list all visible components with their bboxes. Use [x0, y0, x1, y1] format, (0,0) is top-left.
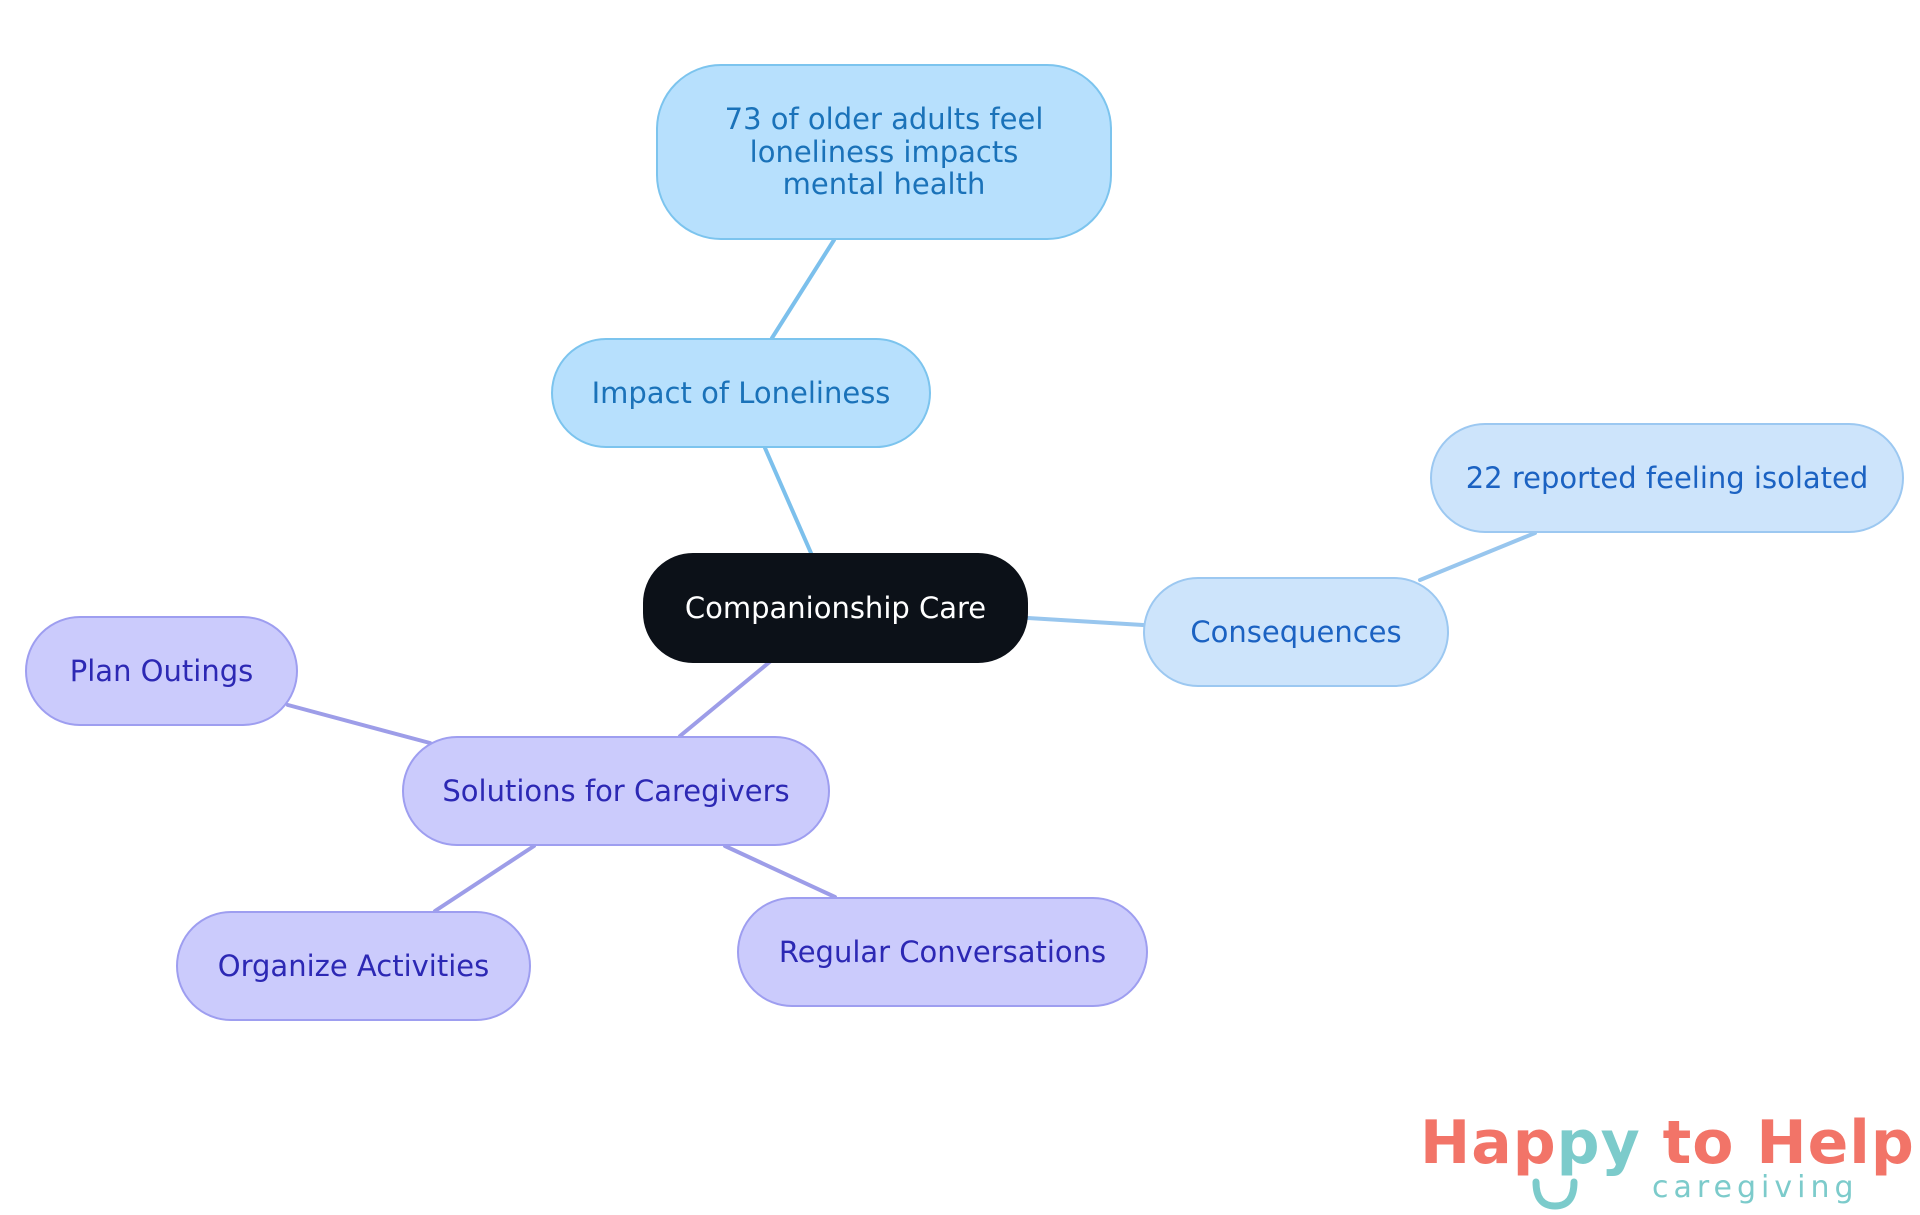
node-label: Regular Conversations	[778, 934, 1107, 969]
node-label: Organize Activities	[217, 948, 490, 983]
node-label: 22 reported feeling isolated	[1465, 460, 1869, 495]
edge-root-to-consequences	[1026, 616, 1145, 627]
edge-root-to-solutions	[678, 658, 774, 738]
happy-to-help-logo: Happy to Help caregiving	[1420, 1108, 1914, 1210]
node-consequences-stat: 22 reported feeling isolated	[1430, 423, 1904, 533]
node-solutions: Solutions for Caregivers	[402, 736, 830, 846]
node-label: Companionship Care	[684, 590, 987, 625]
edge-solutions-to-organize-activities	[433, 844, 536, 913]
logo-text-part2: py	[1556, 1108, 1641, 1178]
edge-impact-to-impact-stat	[770, 238, 836, 340]
logo-wordmark: Happy to Help	[1420, 1108, 1915, 1178]
edge-consequences-to-consequences-stat	[1418, 531, 1537, 582]
smile-icon	[1532, 1178, 1578, 1210]
node-label: Consequences	[1190, 614, 1402, 649]
edge-solutions-to-regular-conversations	[723, 844, 837, 899]
edge-solutions-to-plan-outings	[286, 703, 432, 745]
node-label: Plan Outings	[69, 653, 254, 688]
node-impact: Impact of Loneliness	[551, 338, 931, 448]
edge-root-to-impact	[763, 446, 813, 555]
node-label: Impact of Loneliness	[591, 375, 891, 410]
node-plan-outings: Plan Outings	[25, 616, 298, 726]
node-regular-conversations: Regular Conversations	[737, 897, 1148, 1007]
node-label: 73 of older adults feel loneliness impac…	[724, 102, 1044, 202]
mind-map-edges	[286, 238, 1537, 913]
logo-text-part3: to Help	[1640, 1108, 1915, 1178]
logo-text-part1: Hap	[1420, 1108, 1557, 1178]
node-consequences: Consequences	[1143, 577, 1449, 687]
logo-tagline: caregiving	[1652, 1170, 1859, 1205]
node-impact-stat: 73 of older adults feel loneliness impac…	[656, 64, 1112, 240]
node-label: Solutions for Caregivers	[442, 773, 790, 808]
node-organize-activities: Organize Activities	[176, 911, 531, 1021]
node-root: Companionship Care	[643, 553, 1028, 663]
